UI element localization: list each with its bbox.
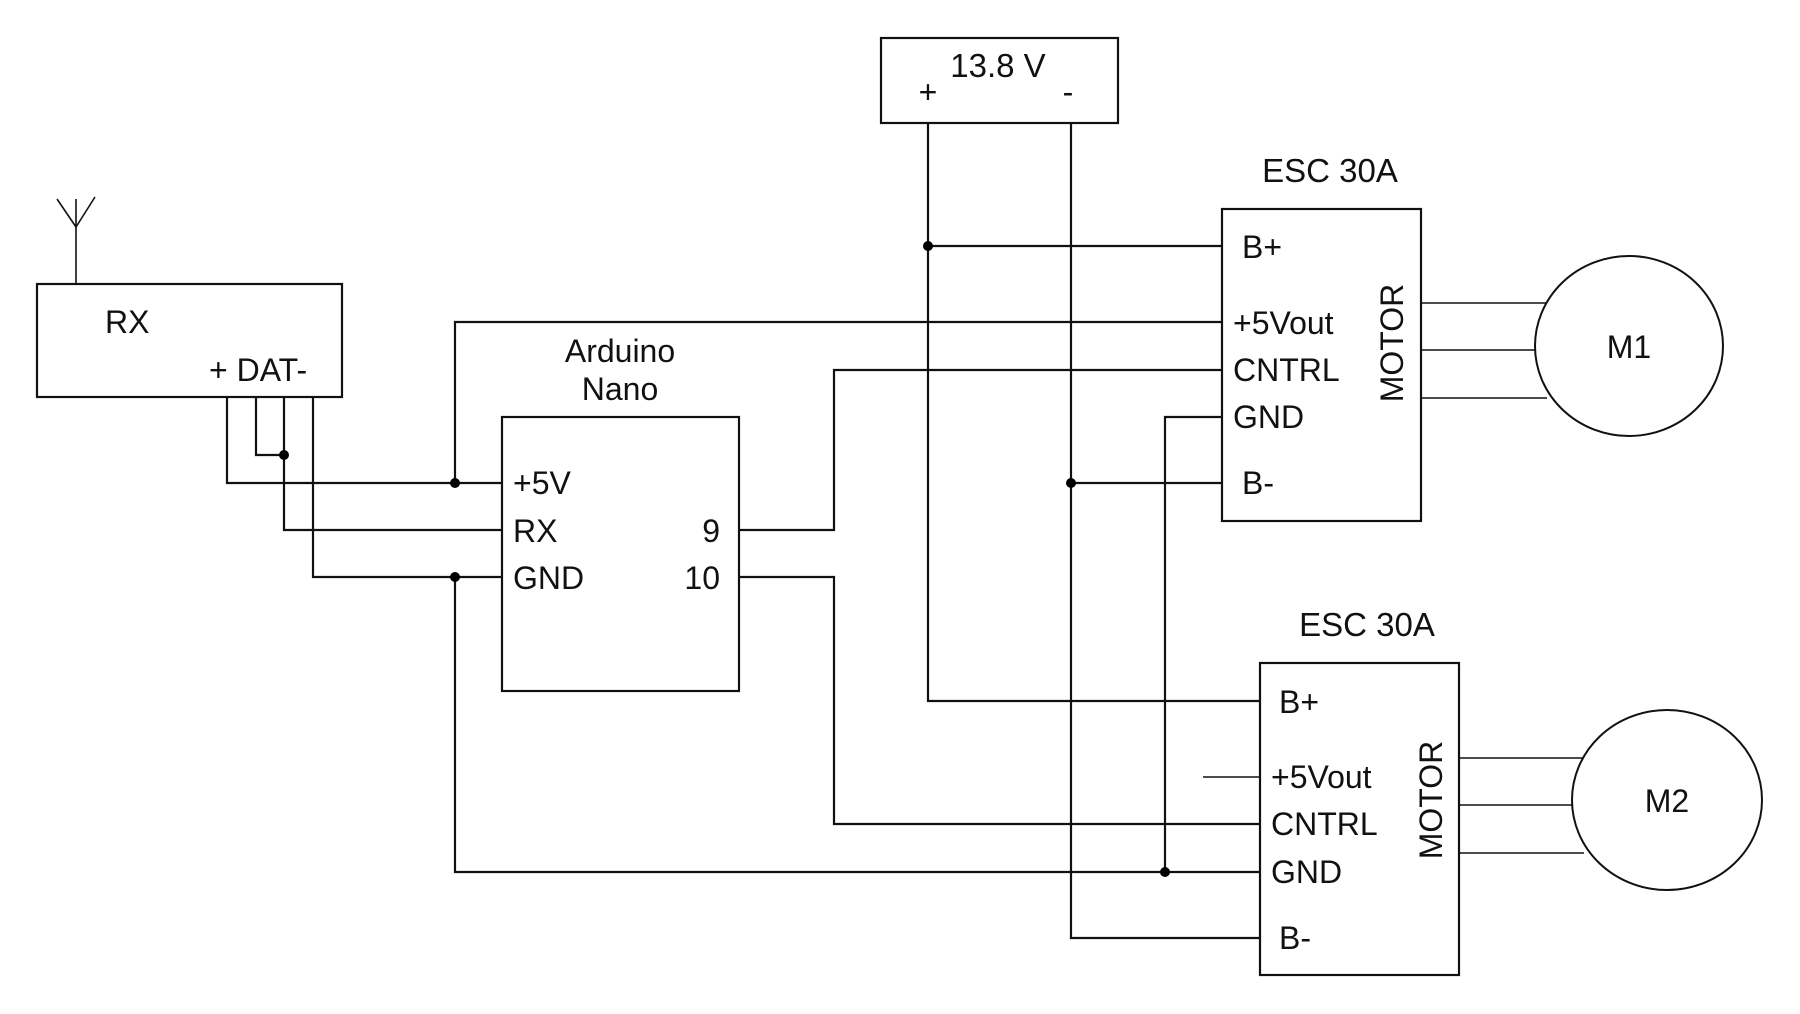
power-minus-label: - [1063,74,1074,110]
arduino-pin-gnd: GND [513,560,584,596]
junction-dot [923,241,933,251]
esc1-pin-bminus: B- [1242,465,1274,501]
receiver-pins-label: + DAT- [209,352,307,388]
wire-pin10-cntrl2 [737,575,1262,826]
power-supply: 13.8 V + - [879,36,1120,125]
motor-1: M1 [1534,255,1724,437]
wire-rx-minus [311,395,504,579]
esc1-pin-gnd: GND [1233,399,1304,435]
wire-pin9-cntrl1 [737,368,1224,532]
arduino-title-line2: Nano [582,371,659,407]
esc2-pin-gnd: GND [1271,854,1342,890]
arduino-pin-rx: RX [513,513,557,549]
esc2-motor-label: MOTOR [1413,741,1449,860]
arduino-title-line1: Arduino [565,333,675,369]
wire-power-plus [926,121,1262,703]
esc1-pin-bplus: B+ [1242,229,1282,265]
receiver: RX + DAT- [35,282,344,399]
esc1-pin-5vout: +5Vout [1233,305,1334,341]
wire-rx-plus [225,395,504,485]
esc2-title: ESC 30A [1299,606,1435,643]
wire-power-minus [1069,121,1262,940]
power-plus-label: + [919,74,938,110]
junction-dot [1160,867,1170,877]
wire-esc1-5vout [453,320,1224,485]
wire-rx-dat-loop [254,395,286,457]
arduino-nano: Arduino Nano +5V RX GND 9 10 [500,333,741,693]
esc-1: ESC 30A B+ +5Vout CNTRL GND B- MOTOR [1220,152,1423,523]
esc1-motor-label: MOTOR [1374,284,1410,403]
esc2-pin-bplus: B+ [1279,684,1319,720]
junctions [279,241,1170,877]
junction-dot [450,572,460,582]
antenna-icon [56,196,96,284]
receiver-label: RX [105,304,149,340]
motor-2: M2 [1571,709,1763,891]
wires [225,121,1584,940]
arduino-pin-9: 9 [702,513,720,549]
wire-rx-dat [282,395,504,532]
esc1-title: ESC 30A [1262,152,1398,189]
power-supply-label: 13.8 V [950,47,1045,84]
junction-dot [1066,478,1076,488]
wire-esc1-gnd [1163,415,1224,874]
junction-dot [450,478,460,488]
wire-gnd-common [453,575,1262,874]
junction-dot [279,450,289,460]
motor1-label: M1 [1607,329,1651,365]
arduino-pin-10: 10 [684,560,720,596]
esc2-pin-5vout: +5Vout [1271,759,1372,795]
esc2-pin-bminus: B- [1279,920,1311,956]
esc-2: ESC 30A B+ +5Vout CNTRL GND B- MOTOR [1258,606,1461,977]
motor2-label: M2 [1645,783,1689,819]
arduino-pin-5v: +5V [513,465,571,501]
esc1-pin-cntrl: CNTRL [1233,352,1340,388]
esc2-pin-cntrl: CNTRL [1271,806,1378,842]
